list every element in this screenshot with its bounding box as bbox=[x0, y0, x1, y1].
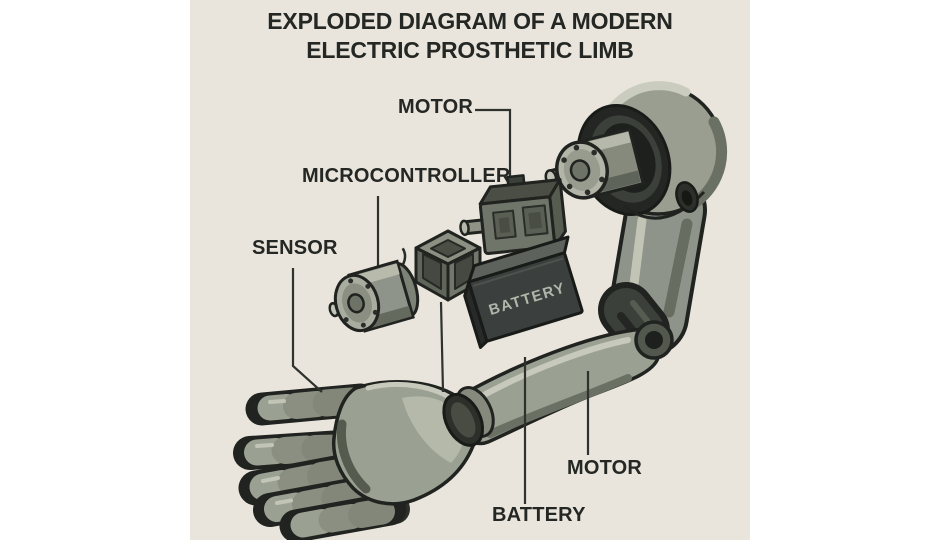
microcontroller-cube bbox=[414, 229, 482, 302]
shoulder-motor-cylinder bbox=[544, 127, 645, 200]
label-motor-bottom: MOTOR bbox=[567, 457, 643, 479]
title-line-1: EXPLODED DIAGRAM OF A MODERN bbox=[267, 8, 673, 34]
leader-sensor bbox=[291, 268, 323, 393]
ring-finger bbox=[253, 475, 385, 527]
title-line-2: ELECTRIC PROSTHETIC LIMB bbox=[306, 36, 634, 63]
battery-pack: BATTERY bbox=[463, 235, 584, 349]
page-title: EXPLODED DIAGRAM OF A MODERN ELECTRIC PR… bbox=[190, 7, 750, 64]
leader-cube bbox=[439, 301, 445, 393]
label-motor-top: MOTOR bbox=[398, 96, 474, 118]
motor-module bbox=[459, 174, 567, 256]
pinky-finger bbox=[279, 492, 407, 540]
label-microcontroller: MICROCONTROLLER bbox=[302, 165, 511, 187]
prosthetic-limb-illustration: BATTERY bbox=[233, 81, 728, 540]
hand-fingers bbox=[233, 383, 410, 540]
index-finger bbox=[233, 430, 359, 470]
leader-motor-top bbox=[475, 108, 512, 184]
diagram-canvas: BATTERY EXPLOD bbox=[190, 0, 750, 540]
forearm bbox=[453, 320, 674, 446]
label-sensor: SENSOR bbox=[252, 237, 338, 259]
sensor-cylinder bbox=[328, 247, 420, 333]
wrist-ring bbox=[442, 386, 495, 447]
leader-lines bbox=[291, 108, 590, 504]
label-battery-bottom: BATTERY bbox=[492, 504, 586, 526]
